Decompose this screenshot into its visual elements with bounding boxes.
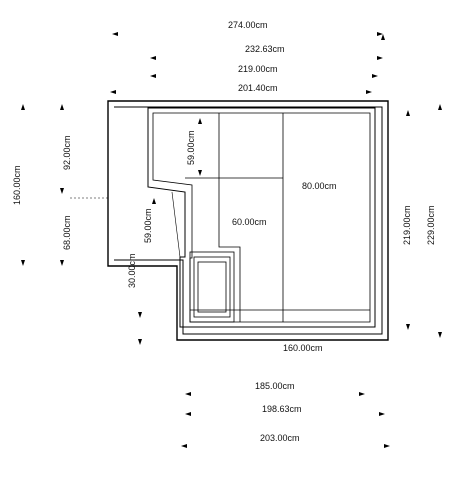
tick-step-top	[152, 198, 156, 204]
tick-left-upper-bottom	[60, 188, 64, 194]
diagonal-line	[171, 191, 181, 258]
tick-bottom-1-left	[185, 392, 191, 396]
dim-right-outer: 229.00cm	[426, 205, 436, 245]
shower-tray-1	[189, 251, 235, 323]
tick-bottom-3-left	[181, 444, 187, 448]
tick-right-inner-bottom	[406, 324, 410, 330]
dim-inner-width: 60.00cm	[232, 217, 267, 227]
tick-top-overall-right	[377, 32, 383, 36]
tick-bottom-2-right	[379, 412, 385, 416]
dim-bottom-3: 203.00cm	[260, 433, 300, 443]
dim-nook-height: 59.00cm	[186, 130, 196, 165]
tick-left-overall-top	[21, 104, 25, 110]
tick-right-outer-top	[438, 104, 442, 110]
dim-top-3: 219.00cm	[238, 64, 278, 74]
tick-bottom-2-left	[185, 412, 191, 416]
tick-left-lower-bottom	[60, 260, 64, 266]
tick-top-4-right	[366, 90, 372, 94]
tick-bottom-1-right	[359, 392, 365, 396]
shower-tray-2	[193, 256, 231, 318]
dim-step-height: 59.00cm	[143, 208, 153, 243]
dim-bottom-2: 198.63cm	[262, 404, 302, 414]
tick-top-3-left	[150, 74, 156, 78]
tick-nook-bottom	[198, 170, 202, 176]
outer-wall	[107, 100, 389, 341]
dim-right-inner: 219.00cm	[402, 205, 412, 245]
tick-top-3-right	[372, 74, 378, 78]
dim-top-2: 232.63cm	[245, 44, 285, 54]
tick-top-4-left	[110, 90, 116, 94]
shower-tray-3	[197, 261, 227, 313]
dim-step-bottom: 30.00cm	[127, 253, 137, 288]
tick-right-far-top	[381, 34, 385, 40]
tick-right-inner-top	[406, 110, 410, 116]
dim-top-4: 201.40cm	[238, 83, 278, 93]
tick-bottom-step	[138, 339, 142, 345]
tick-top-2-right	[377, 56, 383, 60]
tick-step-bottom-arrow	[138, 312, 142, 318]
dim-bottom-1: 185.00cm	[255, 381, 295, 391]
tick-top-overall-left	[112, 32, 118, 36]
dim-top-overall: 274.00cm	[228, 20, 268, 30]
outer-wall-offset	[114, 106, 383, 335]
tick-markers	[21, 32, 442, 448]
dim-tub-width: 80.00cm	[302, 181, 337, 191]
dim-left-lower: 68.00cm	[62, 215, 72, 250]
dim-left-overall: 160.00cm	[12, 165, 22, 205]
step-block	[218, 178, 241, 322]
tick-left-overall-bottom	[21, 260, 25, 266]
tick-nook-top	[198, 118, 202, 124]
tick-top-2-left	[150, 56, 156, 60]
tick-bottom-3-right	[384, 444, 390, 448]
tick-left-upper-top	[60, 104, 64, 110]
dim-bottom-inner: 160.00cm	[283, 343, 323, 353]
tick-right-outer-bottom	[438, 332, 442, 338]
dim-left-upper: 92.00cm	[62, 135, 72, 170]
